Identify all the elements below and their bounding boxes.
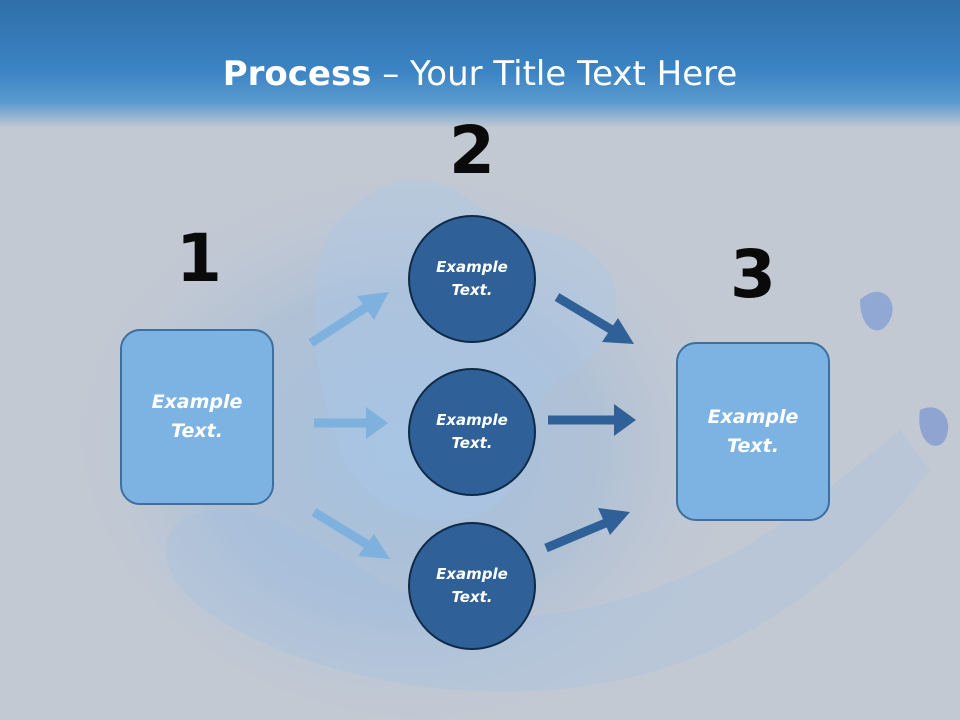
circle-bottom-text: Example Text. bbox=[436, 565, 508, 606]
step1-box: Example Text. bbox=[120, 329, 274, 505]
arrow-box1-to-top bbox=[308, 292, 389, 347]
arrow-middle-to-box3 bbox=[548, 404, 636, 436]
title-bar bbox=[0, 0, 960, 128]
step-number-2: 2 bbox=[449, 112, 495, 189]
step-number-3: 3 bbox=[730, 236, 776, 313]
title-bold: Process bbox=[222, 54, 372, 94]
arrow-box1-to-middle bbox=[314, 407, 388, 439]
step-number-1: 1 bbox=[176, 220, 222, 297]
title-rest: – Your Title Text Here bbox=[371, 54, 738, 94]
step3-box: Example Text. bbox=[676, 342, 830, 521]
slide-title: Process – Your Title Text Here bbox=[0, 52, 960, 96]
arrow-box1-to-bottom bbox=[311, 508, 390, 559]
circle-top: Example Text. bbox=[408, 215, 536, 343]
circle-bottom: Example Text. bbox=[408, 522, 536, 650]
step3-box-text: Example Text. bbox=[707, 405, 799, 457]
circle-top-text: Example Text. bbox=[436, 258, 508, 299]
step1-box-text: Example Text. bbox=[151, 391, 243, 442]
circle-middle-text: Example Text. bbox=[436, 411, 508, 452]
arrow-top-to-box3 bbox=[554, 293, 634, 344]
circle-middle: Example Text. bbox=[408, 368, 536, 496]
arrow-bottom-to-box3 bbox=[544, 508, 630, 553]
